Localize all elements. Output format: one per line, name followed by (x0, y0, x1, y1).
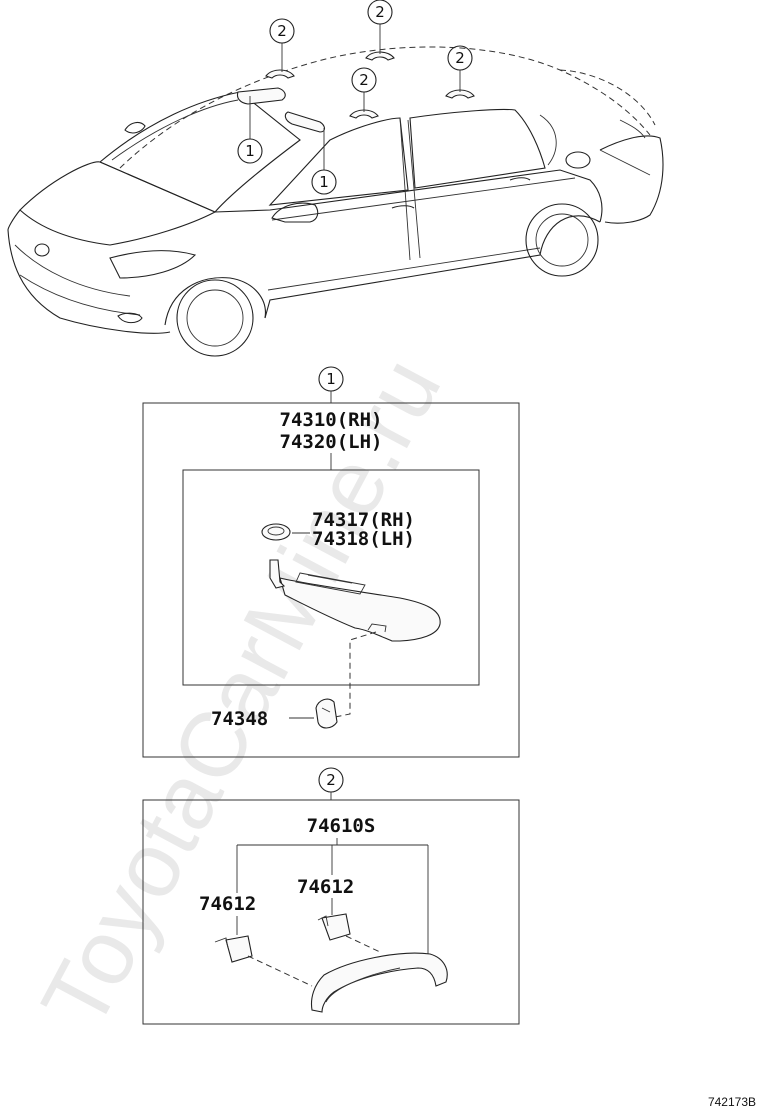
car-callout-2d: 2 (447, 45, 473, 71)
car-callout-2a: 2 (269, 18, 295, 44)
part-74317: 74317(RH) (312, 509, 415, 531)
car-callout-1b: 1 (311, 169, 337, 195)
car-callout-1a: 1 (237, 138, 263, 164)
visor-holder (261, 523, 291, 541)
svg-text:2: 2 (455, 49, 465, 67)
part-74348: 74348 (211, 708, 268, 730)
figure-id: 742173B (708, 1095, 756, 1109)
svg-text:2: 2 (326, 771, 336, 789)
car-callout-2b: 2 (367, 0, 393, 25)
svg-text:2: 2 (277, 22, 287, 40)
assist-grip (310, 952, 448, 1013)
group2-callout: 2 (318, 767, 344, 800)
visor-clip (315, 698, 338, 729)
svg-text:2: 2 (359, 71, 369, 89)
group1-inner-frame (182, 469, 480, 686)
grip-cap-right (317, 913, 351, 941)
part-74318: 74318(LH) (312, 528, 415, 550)
car-illustration (7, 24, 664, 357)
svg-text:1: 1 (326, 370, 336, 388)
part-74310: 74310(RH) (280, 409, 383, 431)
car-callout-2c: 2 (351, 67, 377, 93)
grip-cap-left (214, 935, 253, 963)
part-74612-left: 74612 (199, 893, 256, 915)
group2-frame (142, 799, 520, 1025)
part-74320: 74320(LH) (280, 431, 383, 453)
svg-text:2: 2 (375, 3, 385, 21)
sun-visor (269, 559, 441, 642)
part-74610S: 74610S (307, 815, 376, 837)
group1-callout: 1 (318, 366, 344, 403)
part-74612-right: 74612 (297, 876, 354, 898)
group1-frame (142, 402, 520, 758)
svg-text:1: 1 (245, 142, 255, 160)
svg-text:1: 1 (319, 173, 329, 191)
